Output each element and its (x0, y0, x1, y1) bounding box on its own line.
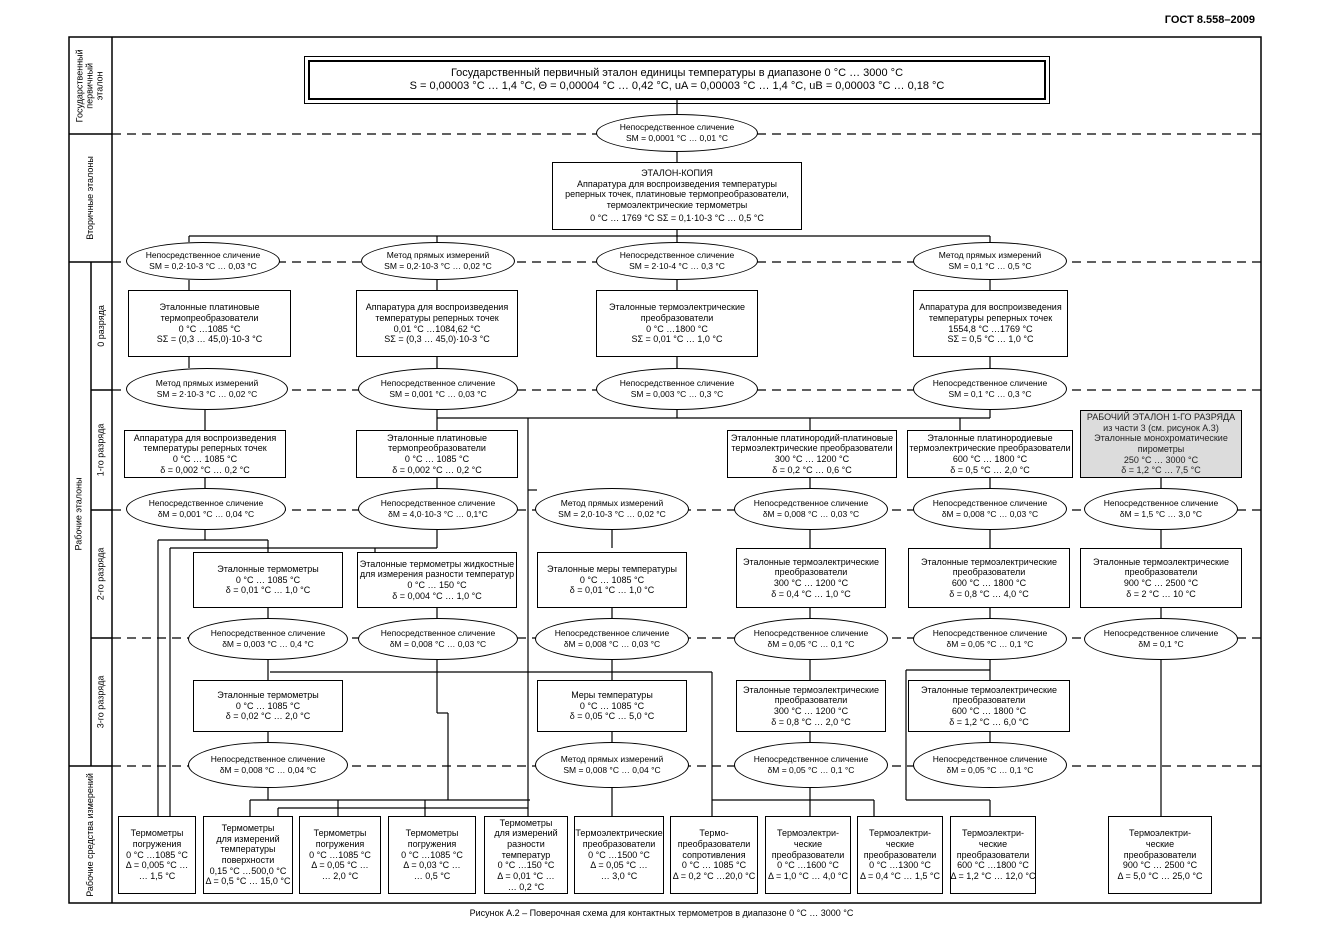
band-rank-2: 2-го разряда (95, 547, 106, 601)
primary-standard-box: Государственный первичный эталон единицы… (304, 56, 1050, 104)
band-rank-0: 0 разряда (95, 305, 106, 347)
band-secondary: Вторичные эталоны (84, 156, 95, 240)
band-state-primary: Государственный первичный эталон (74, 49, 105, 122)
document-code: ГОСТ 8.558–2009 (1164, 14, 1255, 26)
band-working: Рабочие эталоны (74, 477, 85, 551)
band-rank-1: 1-го разряда (95, 423, 106, 477)
band-working-instruments: Рабочие средства измерений (84, 772, 95, 897)
connectors (157, 100, 1162, 816)
band-rank-3: 3-го разряда (95, 675, 106, 729)
figure-caption: Рисунок А.2 – Поверочная схема для конта… (469, 908, 854, 918)
